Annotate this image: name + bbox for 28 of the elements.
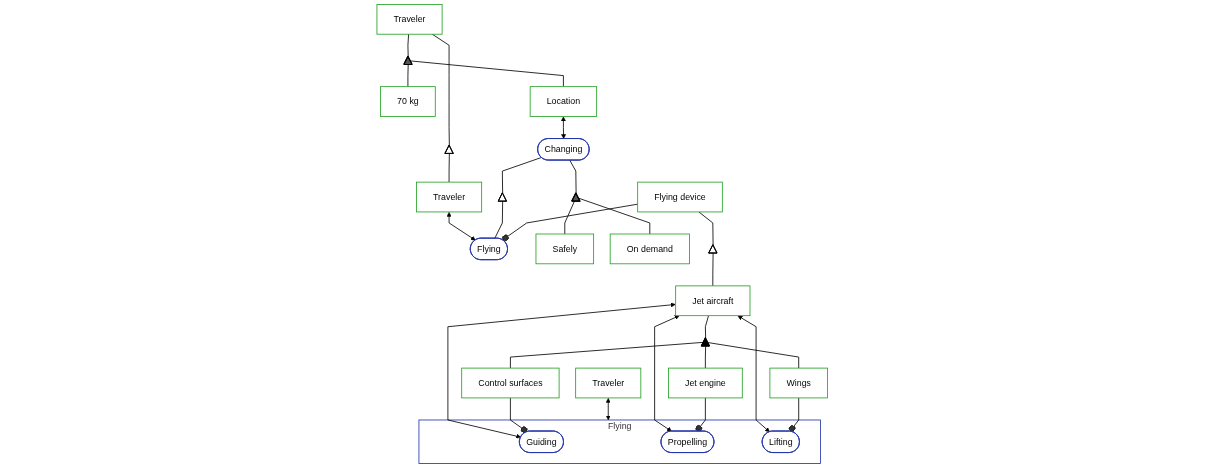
connector [564,201,575,235]
node-box: Wings [769,367,829,399]
node-box: Jet aircraft [675,285,751,317]
connector [448,153,451,183]
connector [707,342,800,369]
connector [578,197,651,235]
connector [705,345,707,369]
node-box: On demand [610,233,691,265]
connector [502,157,543,194]
node-box: Safely [535,233,595,265]
connector [407,33,410,57]
node-box: Control surfaces [461,367,560,399]
node-box: Location [530,86,598,117]
connector [410,60,565,88]
connector [698,211,714,246]
node-box: 70 kg [380,86,436,117]
connector [494,201,504,239]
node-box: Traveler [416,181,483,213]
node-box: Traveler [575,367,642,399]
connector [432,33,451,146]
node-box: Jet engine [668,367,743,399]
connector [569,159,577,194]
node-box: Traveler [376,4,443,35]
connector [510,341,705,369]
node-box: Flying device [637,181,723,213]
connector [712,252,714,287]
connector [407,64,409,88]
connector [705,315,710,339]
